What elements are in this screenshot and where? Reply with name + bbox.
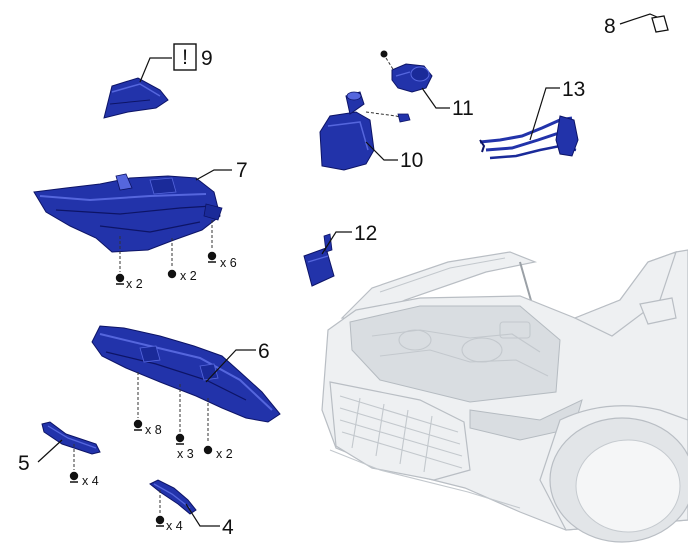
part-number-8: 8 — [604, 15, 616, 38]
leader-4 — [185, 503, 220, 527]
part-11-drawing — [380, 50, 433, 93]
bolt-icon — [155, 515, 165, 525]
bolt-icon — [175, 433, 185, 443]
part-4-drawing — [149, 479, 197, 515]
bolt-icon — [380, 50, 388, 58]
leader-7 — [195, 169, 232, 181]
part-5-drawing — [41, 421, 101, 455]
part-number-5: 5 — [18, 452, 30, 475]
leader-13 — [529, 87, 560, 141]
part-8-drawing — [651, 15, 669, 33]
fastener-qty: x 6 — [220, 256, 237, 270]
bolt-icon — [69, 471, 79, 481]
leader-5 — [37, 439, 63, 463]
part-10-drawing — [319, 91, 411, 171]
part-number-13: 13 — [562, 78, 585, 101]
fastener-qty: x 4 — [166, 519, 183, 533]
part-4-fasteners — [155, 490, 165, 527]
clip-icon — [167, 269, 177, 279]
leader-11 — [421, 87, 450, 109]
leader-12 — [321, 231, 352, 255]
part-number-4: 4 — [222, 516, 234, 539]
part-7-drawing — [33, 173, 223, 253]
part-number-11: 11 — [452, 97, 474, 120]
vehicle-illustration — [321, 249, 688, 543]
part-13-drawing — [479, 115, 579, 160]
part-6-fasteners — [133, 372, 213, 455]
fastener-qty: x 2 — [216, 447, 233, 461]
fastener-qty: x 2 — [180, 269, 197, 283]
caution-mark: ! — [182, 46, 188, 69]
fastener-qty: x 4 — [82, 474, 99, 488]
bolt-icon — [207, 251, 217, 261]
leader-10 — [365, 141, 398, 161]
part-5-fasteners — [69, 444, 79, 483]
fastener-qty: x 3 — [177, 447, 194, 461]
part-number-9: 9 — [201, 47, 213, 70]
bolt-icon — [115, 273, 125, 283]
clip-icon — [203, 445, 213, 455]
part-number-6: 6 — [258, 340, 270, 363]
part-number-12: 12 — [354, 222, 377, 245]
part-number-10: 10 — [400, 149, 423, 172]
part-9-drawing — [103, 77, 169, 119]
part-7-fasteners — [115, 220, 217, 285]
fastener-qty: x 8 — [145, 423, 162, 437]
part-6-drawing — [91, 325, 281, 423]
fastener-qty: x 2 — [126, 277, 143, 291]
caution-flag-9: ! — [173, 43, 197, 71]
leader-9 — [139, 57, 172, 83]
leader-6 — [205, 349, 256, 383]
bolt-icon — [133, 419, 143, 429]
part-12-drawing — [303, 233, 335, 287]
part-number-7: 7 — [236, 159, 248, 182]
